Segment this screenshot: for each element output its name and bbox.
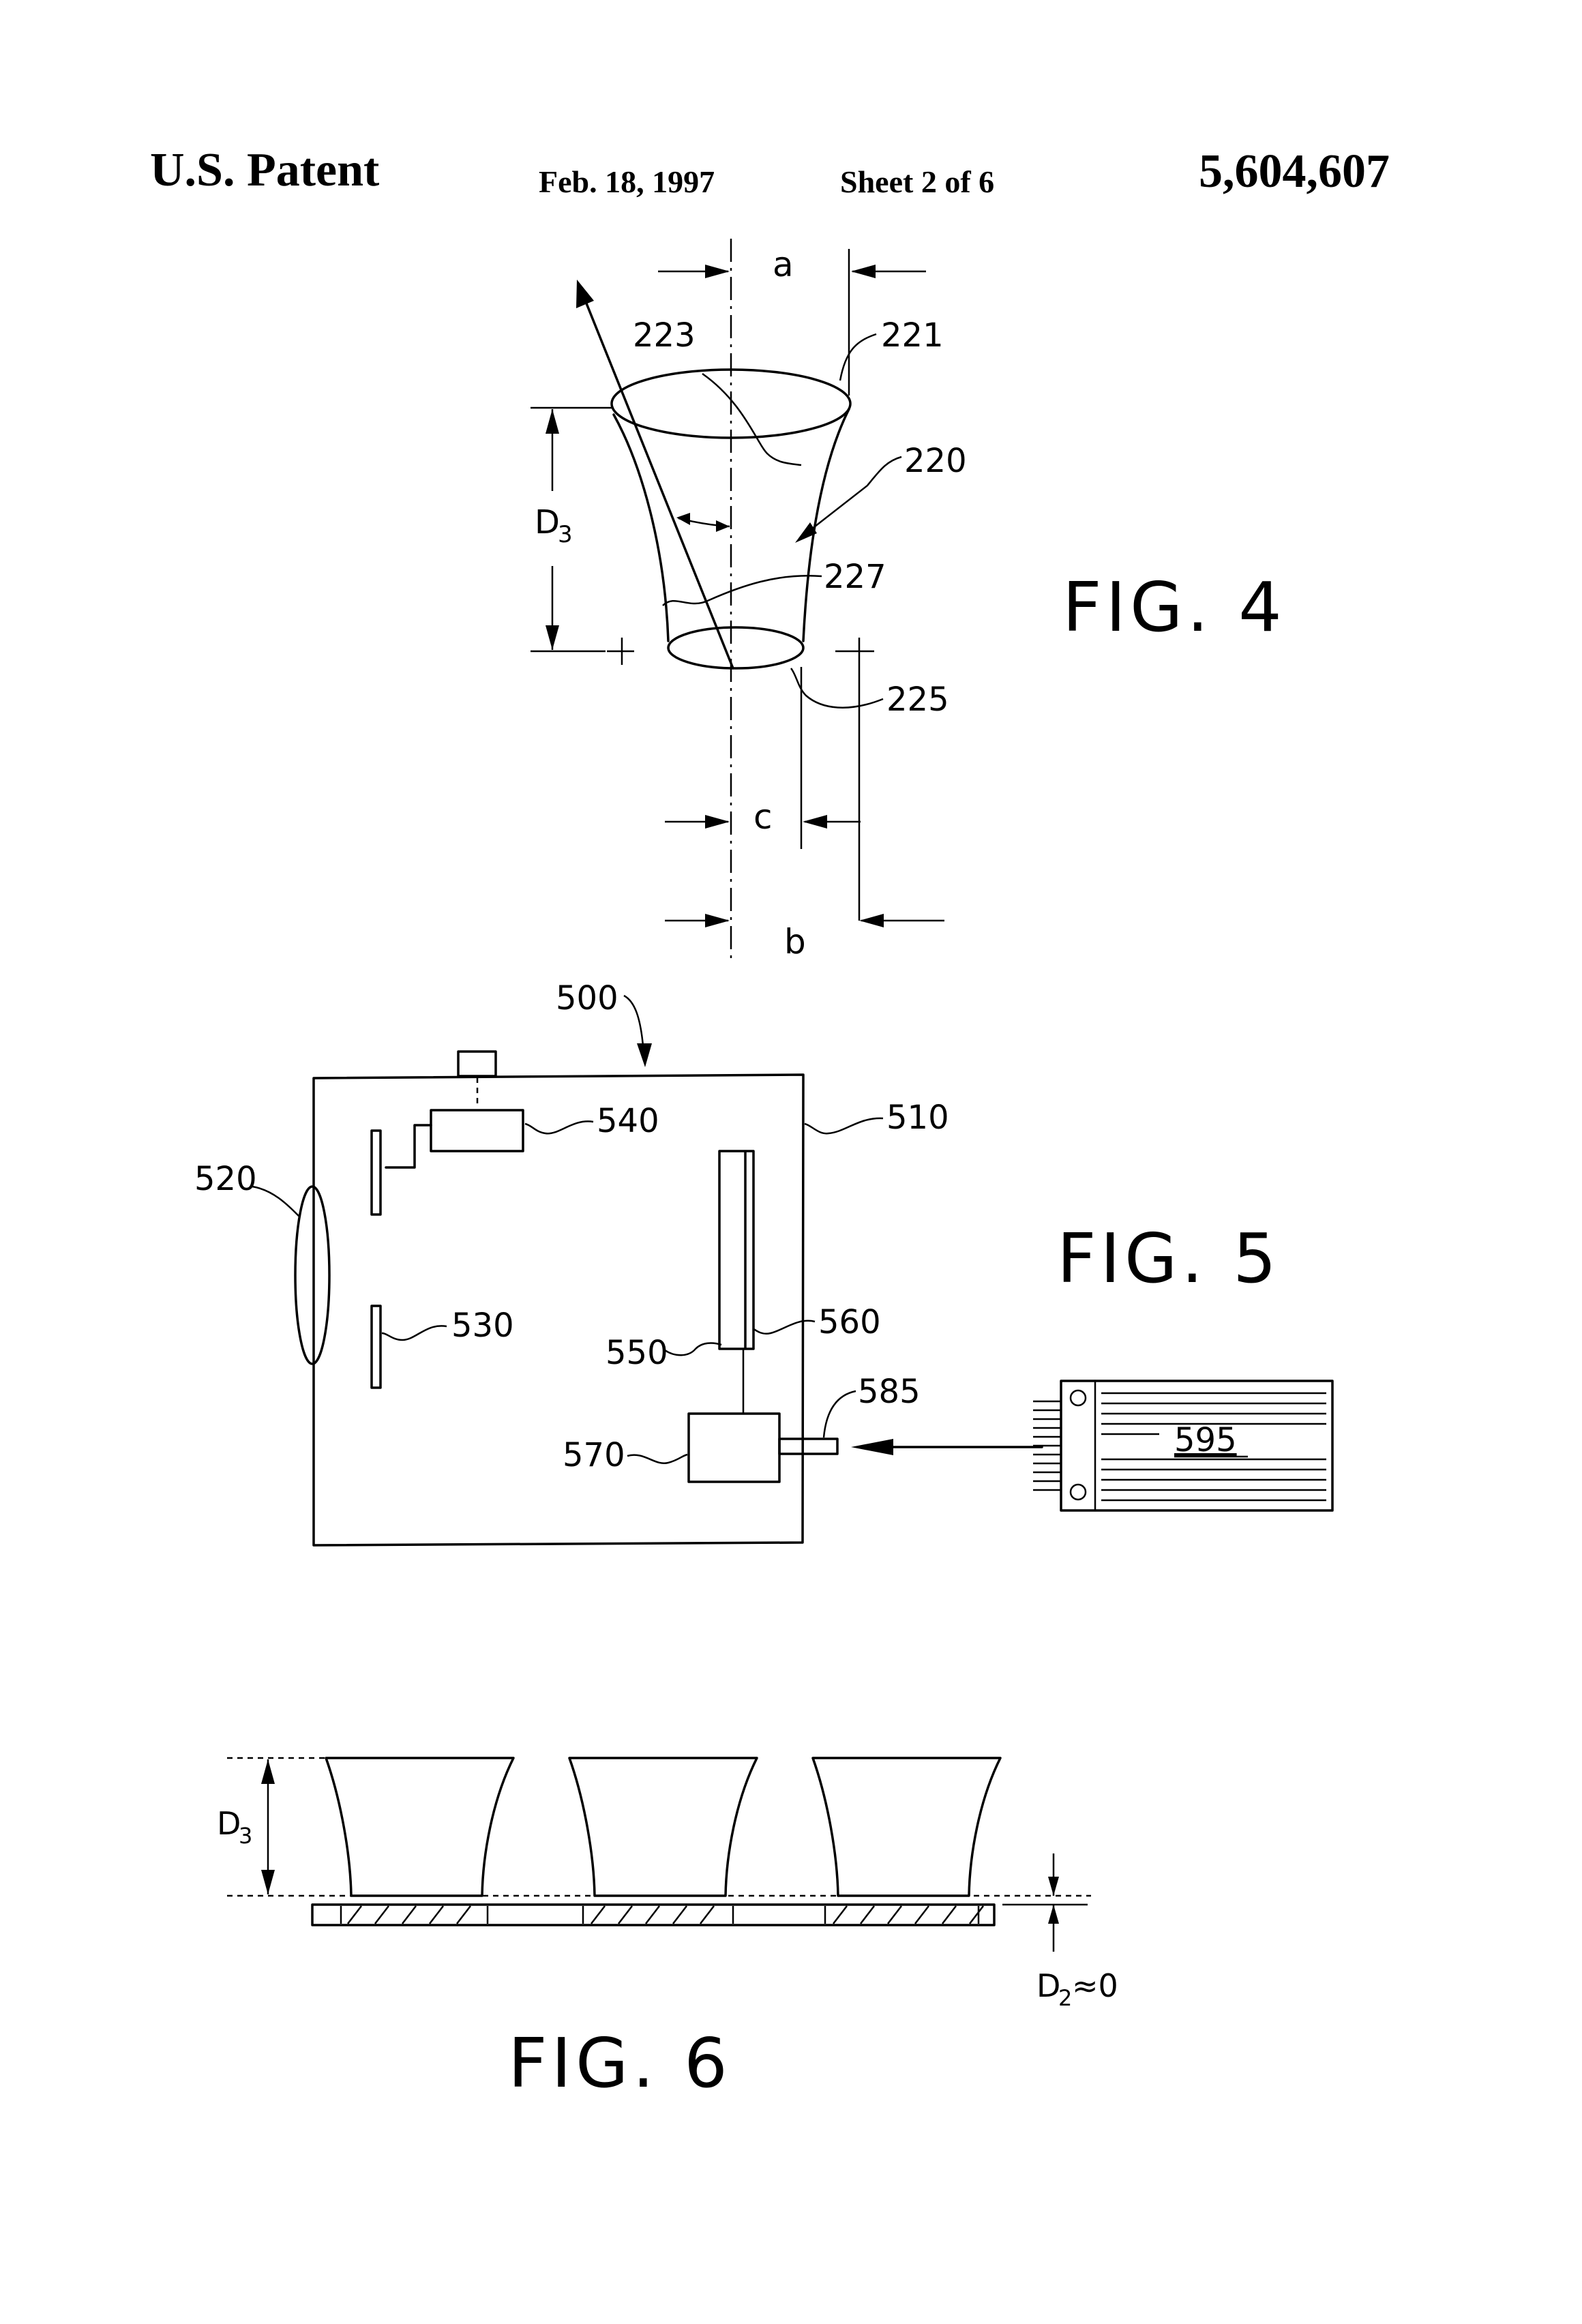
fig5-ref-560: 560 bbox=[818, 1303, 881, 1341]
fig4-label-d3-sub: 3 bbox=[558, 521, 573, 548]
fig5-ref-570: 570 bbox=[563, 1436, 625, 1474]
fig5-leader-500-arrowhead bbox=[637, 1043, 652, 1067]
fig4-leader-221 bbox=[840, 334, 876, 381]
fig4-label-b: b bbox=[784, 922, 806, 962]
fig5-leader-530 bbox=[382, 1326, 447, 1340]
figure-5: 500 510 540 520 530 550 560 57 bbox=[194, 979, 1332, 1545]
fig4-ref-227: 227 bbox=[824, 558, 886, 596]
figure-6: D 3 D 2 ≈0 FIG. 6 bbox=[217, 1758, 1118, 2103]
fig6-label-d2-sub: 2 bbox=[1058, 1985, 1072, 2011]
fig4-ref-221: 221 bbox=[881, 316, 944, 355]
fig5-ref-540: 540 bbox=[597, 1102, 659, 1140]
fig4-ref-225: 225 bbox=[886, 681, 949, 719]
fig4-label-c: c bbox=[753, 797, 773, 837]
fig5-slot-585 bbox=[779, 1439, 837, 1454]
fig6-cup-1 bbox=[326, 1758, 513, 1896]
fig5-leader-540 bbox=[525, 1121, 593, 1133]
fig5-component-540 bbox=[431, 1110, 523, 1151]
fig4-ref-220: 220 bbox=[904, 442, 967, 480]
fig6-caption: FIG. 6 bbox=[508, 2023, 732, 2103]
fig6-label-d3-sub: 3 bbox=[239, 1823, 252, 1849]
fig4-dimension-b: b bbox=[665, 914, 944, 962]
fig5-leader-510 bbox=[805, 1118, 883, 1133]
fig4-bottom-rim bbox=[668, 627, 803, 668]
fig5-insert-arrowhead bbox=[851, 1439, 893, 1455]
fig4-leader-223 bbox=[702, 374, 801, 465]
fig5-ref-520: 520 bbox=[194, 1160, 257, 1198]
fig4-left-wall bbox=[614, 415, 668, 641]
patent-office-title: U.S. Patent bbox=[150, 144, 379, 196]
fig5-leader-520 bbox=[252, 1187, 300, 1217]
patent-number: 5,604,607 bbox=[1199, 145, 1390, 198]
fig5-mirror-upper bbox=[372, 1131, 380, 1215]
fig6-label-d3: D bbox=[217, 1805, 241, 1842]
fig6-cup-2 bbox=[569, 1758, 757, 1896]
fig5-ref-510: 510 bbox=[886, 1099, 949, 1137]
fig5-ref-500: 500 bbox=[556, 979, 618, 1017]
fig6-label-d2-approx: ≈0 bbox=[1072, 1967, 1118, 2004]
fig5-cartridge-pins bbox=[1033, 1401, 1061, 1490]
fig6-tray bbox=[312, 1905, 994, 1925]
fig4-leader-227 bbox=[663, 576, 822, 606]
fig4-leader-225 bbox=[791, 668, 883, 708]
fig5-caption: FIG. 5 bbox=[1057, 1219, 1281, 1298]
fig4-dimension-d3: D 3 bbox=[531, 408, 634, 665]
fig5-component-540-arm bbox=[386, 1125, 431, 1167]
fig5-cartridge-595: 595 bbox=[1033, 1381, 1332, 1510]
fig5-bar-550 bbox=[719, 1151, 753, 1349]
fig5-ref-550: 550 bbox=[606, 1334, 668, 1372]
fig6-cup-3 bbox=[813, 1758, 1000, 1896]
sheet-header: U.S. Patent Feb. 18, 1997 Sheet 2 of 6 5… bbox=[150, 144, 1390, 199]
fig5-ref-530: 530 bbox=[451, 1307, 514, 1345]
fig4-label-d3: D bbox=[535, 503, 560, 541]
fig4-label-a: a bbox=[773, 245, 794, 284]
fig5-housing-510 bbox=[314, 1075, 803, 1545]
fig5-ref-585: 585 bbox=[858, 1373, 921, 1411]
figure-4: a D 3 bbox=[531, 239, 1286, 962]
fig5-leader-560 bbox=[753, 1321, 815, 1334]
fig5-ref-595: 595 bbox=[1174, 1421, 1237, 1459]
fig5-leader-550 bbox=[665, 1343, 721, 1356]
fig4-caption: FIG. 4 bbox=[1062, 567, 1286, 647]
fig4-angle-ray-arrowhead bbox=[576, 280, 594, 308]
fig4-dimension-c: c bbox=[665, 797, 861, 837]
fig5-leader-570 bbox=[627, 1455, 687, 1463]
fig5-unit-570 bbox=[689, 1414, 779, 1482]
fig4-leader-220 bbox=[799, 457, 901, 539]
fig6-label-d2: D bbox=[1036, 1967, 1060, 2004]
fig6-dimension-d2: D 2 ≈0 bbox=[1002, 1853, 1118, 2011]
fig4-ref-223: 223 bbox=[633, 316, 696, 355]
issue-date: Feb. 18, 1997 bbox=[539, 164, 715, 199]
fig5-mirror-530 bbox=[372, 1306, 380, 1388]
fig6-dimension-d3: D 3 bbox=[217, 1759, 275, 1894]
fig4-dimension-a: a bbox=[658, 245, 926, 284]
fig5-top-button bbox=[458, 1052, 496, 1076]
fig5-lens-520 bbox=[295, 1187, 329, 1364]
fig5-leader-585 bbox=[824, 1391, 856, 1437]
sheet-number: Sheet 2 of 6 bbox=[840, 164, 994, 199]
